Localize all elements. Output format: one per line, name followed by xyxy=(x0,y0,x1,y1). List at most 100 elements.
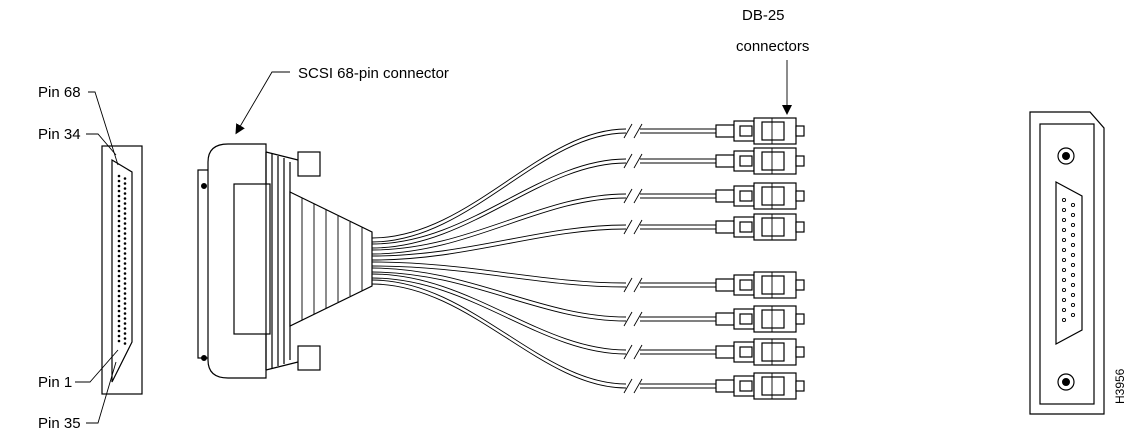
db25-cable-4 xyxy=(371,213,805,261)
db25-connector xyxy=(715,271,805,299)
db25-pin xyxy=(1061,247,1067,253)
pin-dot xyxy=(117,324,121,328)
db25-pin xyxy=(1070,292,1076,298)
db25-face-view xyxy=(1029,111,1105,415)
boot-ribs xyxy=(301,198,363,320)
pin-1-label: Pin 1 xyxy=(38,374,72,391)
bottom-screw-head xyxy=(297,345,321,371)
pin-dot xyxy=(123,257,127,260)
pin-dot xyxy=(117,224,121,228)
pin-dot xyxy=(117,264,121,268)
db25-top-screw xyxy=(1057,147,1075,165)
db25-pin xyxy=(1061,297,1067,303)
pin-dot xyxy=(123,182,127,185)
scsi-connector-label: SCSI 68-pin connector xyxy=(298,65,449,82)
pin-dot xyxy=(123,217,127,220)
scsi-connector-callout: SCSI 68-pin connector xyxy=(235,65,449,135)
pin-dot xyxy=(117,194,121,198)
db25-pin xyxy=(1070,312,1076,318)
db25-pin xyxy=(1061,227,1067,233)
db25-pin xyxy=(1061,267,1067,273)
db25-bottom-screw xyxy=(1057,373,1075,391)
pin-dot xyxy=(123,252,127,255)
pin-35-callout: Pin 35 xyxy=(38,361,117,432)
db25-connector xyxy=(715,147,805,175)
cable-break xyxy=(633,378,643,394)
cable-break xyxy=(633,344,643,360)
cable-break xyxy=(623,277,633,293)
pin-dot xyxy=(117,254,121,258)
pin-dot xyxy=(117,249,121,253)
db25-label-line1: DB-25 xyxy=(742,7,785,24)
db25-pin xyxy=(1070,302,1076,308)
pin-dot xyxy=(123,222,127,225)
pin-dot xyxy=(123,342,127,345)
pin-34-label: Pin 34 xyxy=(38,126,81,143)
db25-pin xyxy=(1061,277,1067,283)
figure-id-label: H3956 xyxy=(1113,368,1127,404)
pin-dot xyxy=(117,174,121,178)
pin-dot xyxy=(123,187,127,190)
pinout-frame xyxy=(101,145,143,395)
pin-dot xyxy=(123,212,127,215)
db25-pin xyxy=(1070,222,1076,228)
pin-dot xyxy=(123,247,127,250)
db25-pin xyxy=(1061,307,1067,313)
cable-break xyxy=(633,123,643,139)
pin-dot xyxy=(117,314,121,318)
body-screw-bottom xyxy=(201,355,207,361)
pin-dot xyxy=(117,299,121,303)
pin-34-callout: Pin 34 xyxy=(38,126,117,156)
db25-label-line2: connectors xyxy=(736,38,809,55)
pin-dot xyxy=(123,287,127,290)
pin-dot xyxy=(123,242,127,245)
fanout-cables xyxy=(371,117,805,400)
cable-break xyxy=(623,219,633,235)
db25-cable-1 xyxy=(371,117,805,243)
pin-dot xyxy=(117,274,121,278)
pin-dot xyxy=(123,317,127,320)
body-screw-top xyxy=(201,183,207,189)
pin-dot xyxy=(123,267,127,270)
db25-cable-8 xyxy=(371,279,805,400)
pin-dot xyxy=(117,204,121,208)
pinout-shell xyxy=(111,158,133,383)
pin-dot xyxy=(117,214,121,218)
pin-dot xyxy=(123,227,127,230)
pin-dot xyxy=(117,334,121,338)
pin-dot xyxy=(123,262,127,265)
db25-connector xyxy=(715,372,805,400)
db25-pin xyxy=(1061,237,1067,243)
db25-pin xyxy=(1061,257,1067,263)
pin-dot xyxy=(117,239,121,243)
cable-break xyxy=(633,311,643,327)
body-label-panel xyxy=(233,183,271,335)
pin-dot xyxy=(123,272,127,275)
cable-break xyxy=(623,153,633,169)
pin-dot xyxy=(123,337,127,340)
pin-dot xyxy=(123,332,127,335)
pin-dot xyxy=(117,259,121,263)
db25-connector xyxy=(715,338,805,366)
pin-dot xyxy=(117,329,121,333)
db25-pin xyxy=(1061,317,1067,323)
pin-dot xyxy=(117,284,121,288)
pin-dot xyxy=(123,307,127,310)
cable-break xyxy=(623,378,633,394)
pin-dot xyxy=(117,229,121,233)
pin-dot xyxy=(123,192,127,195)
pin-dot xyxy=(117,189,121,193)
db25-connector xyxy=(715,305,805,333)
pin-dot xyxy=(117,244,121,248)
db25-inner-frame xyxy=(1039,123,1095,405)
pin-dot xyxy=(117,209,121,213)
cable-break xyxy=(623,123,633,139)
pin-dot xyxy=(123,207,127,210)
db25-connector xyxy=(715,117,805,145)
cable-break xyxy=(633,277,643,293)
db25-pin xyxy=(1061,197,1067,203)
top-screw-head xyxy=(297,151,321,177)
db25-pin xyxy=(1070,252,1076,258)
pin-dot xyxy=(117,179,121,183)
